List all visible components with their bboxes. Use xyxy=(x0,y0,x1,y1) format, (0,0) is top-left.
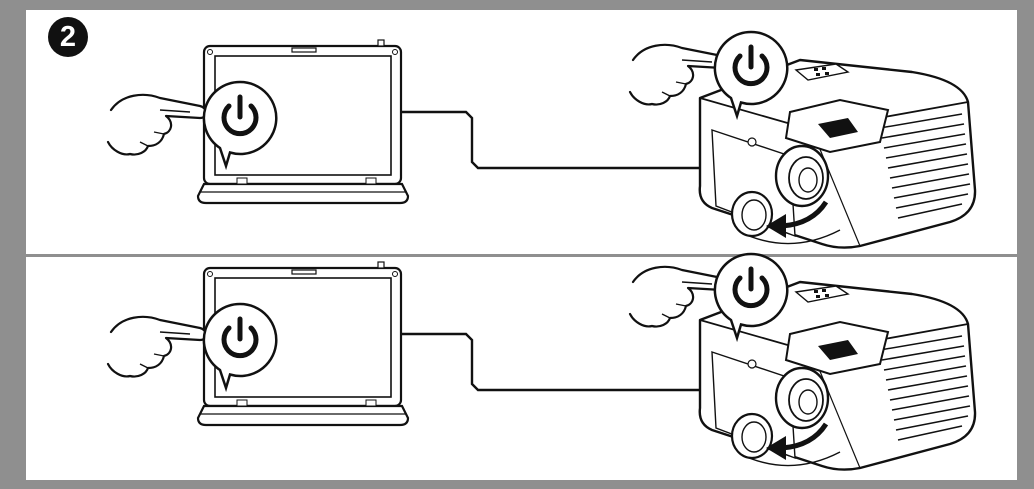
row-1 xyxy=(106,32,975,248)
row-divider xyxy=(26,254,1017,257)
pointing-hand-icon xyxy=(106,315,208,378)
pointing-hand-icon xyxy=(106,93,208,156)
row-2 xyxy=(106,254,975,470)
connection-cable xyxy=(402,332,758,392)
step-number-badge: 2 xyxy=(48,17,88,57)
connection-cable xyxy=(402,110,758,170)
